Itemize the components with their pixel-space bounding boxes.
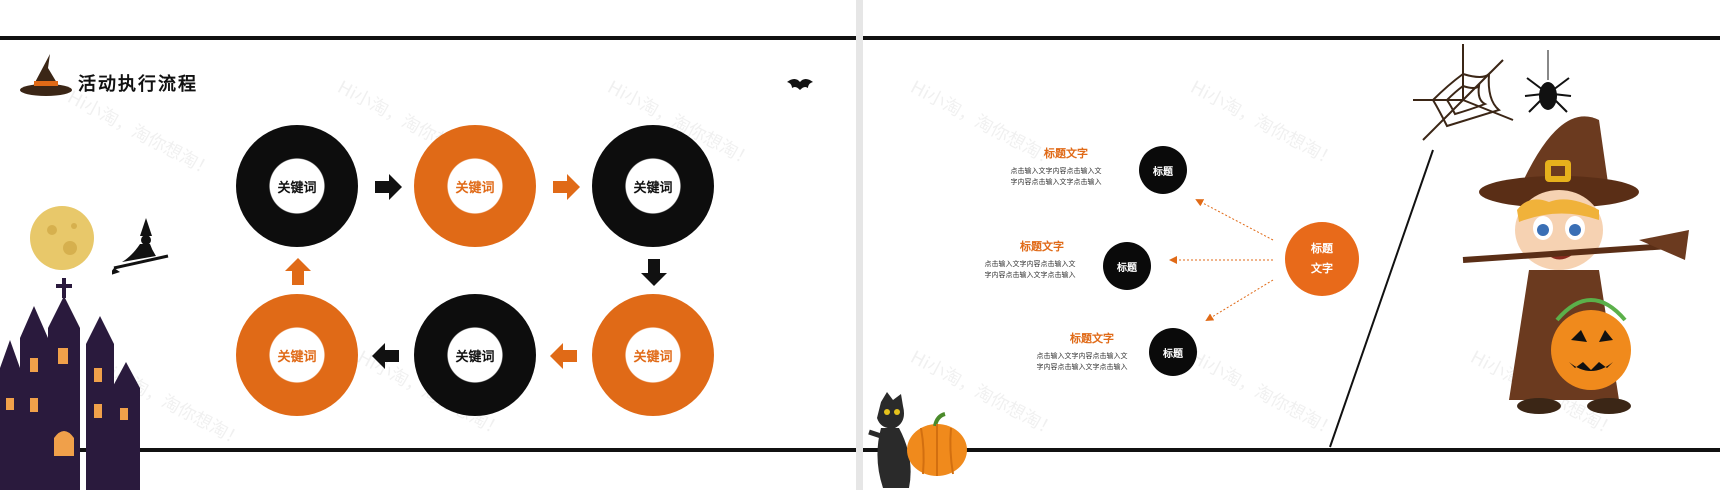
- item-body-line: 点击输入文字内容点击输入文: [984, 260, 1076, 268]
- page-title: 活动执行流程: [78, 74, 198, 95]
- top-rule: [863, 36, 1720, 40]
- spider-icon: [1524, 50, 1572, 113]
- left-slide: Hi小淘，淘你想淘！ Hi小淘，淘你想淘！ Hi小淘，淘你想淘！ Hi小淘，淘你…: [0, 0, 856, 490]
- item-node: 标题: [1139, 146, 1187, 194]
- connector-lines: [1169, 149, 1434, 448]
- item-body-line: 点击输入文字内容点击输入文: [1036, 352, 1128, 360]
- step-label: 关键词: [633, 349, 673, 365]
- right-slide: Hi小淘，淘你想淘！ Hi小淘，淘你想淘！ Hi小淘，淘你想淘！ Hi小淘，淘你…: [863, 0, 1720, 490]
- item-title: 标题文字: [1044, 147, 1088, 160]
- bat-icon: [787, 79, 813, 90]
- step-label: 关键词: [455, 349, 495, 365]
- item-node: 标题: [1149, 328, 1197, 376]
- witch-hat-icon: [20, 54, 72, 96]
- black-cat-icon: [868, 392, 967, 488]
- arrow-right-icon: [553, 174, 580, 200]
- watermark: Hi小淘，淘你想淘！: [63, 86, 218, 182]
- haunted-castle-icon: [0, 278, 140, 490]
- step-ring-3: 关键词: [592, 125, 714, 247]
- step-label: 关键词: [277, 349, 317, 365]
- arrow-left-icon: [372, 343, 399, 369]
- item-body-line: 字内容点击输入文字点击输入: [984, 271, 1076, 279]
- arrow-up-icon: [285, 258, 311, 285]
- arrow-right-icon: [375, 174, 402, 200]
- step-ring-6: 关键词: [236, 294, 358, 416]
- witch-girl-character-icon: [1462, 116, 1689, 414]
- arrow-down-icon: [641, 259, 667, 286]
- item-title: 标题文字: [1020, 240, 1064, 253]
- step-label: 关键词: [277, 180, 317, 196]
- step-ring-1: 关键词: [236, 125, 358, 247]
- witch-on-broom-icon: [112, 218, 169, 275]
- step-label: 关键词: [633, 180, 673, 196]
- item-body: 点击输入文字内容点击输入文 字内容点击输入文字点击输入: [971, 259, 1089, 281]
- center-label: 标题: [1311, 242, 1333, 255]
- center-title-node: 标题 文字: [1285, 222, 1359, 296]
- step-label: 关键词: [455, 180, 495, 196]
- item-body: 点击输入文字内容点击输入文 字内容点击输入文字点击输入: [997, 166, 1115, 188]
- bottom-rule: [0, 448, 856, 452]
- arrow-left-icon: [550, 343, 577, 369]
- center-label: 文字: [1311, 262, 1333, 275]
- step-ring-2: 关键词: [414, 125, 536, 247]
- spider-web-icon: [1413, 44, 1514, 141]
- item-body: 点击输入文字内容点击输入文 字内容点击输入文字点击输入: [1023, 351, 1141, 373]
- item-node: 标题: [1103, 242, 1151, 290]
- step-ring-5: 关键词: [414, 294, 536, 416]
- step-ring-4: 关键词: [592, 294, 714, 416]
- bottom-rule: [863, 448, 1720, 452]
- top-rule: [0, 36, 856, 40]
- item-body-line: 字内容点击输入文字点击输入: [1010, 178, 1102, 186]
- item-body-line: 点击输入文字内容点击输入文: [1010, 167, 1102, 175]
- item-body-line: 字内容点击输入文字点击输入: [1036, 363, 1128, 371]
- item-title: 标题文字: [1070, 332, 1114, 345]
- moon-icon: [30, 206, 94, 270]
